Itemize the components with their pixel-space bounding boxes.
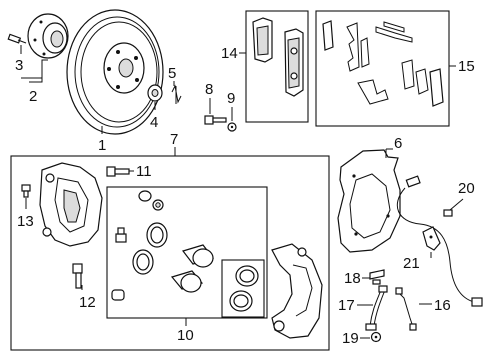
piston-seal: [229, 265, 259, 312]
wheel-hub-bolt: [7, 33, 27, 44]
brake-pad-inner: [252, 17, 273, 63]
abs-wheel-speed-sensor: [396, 175, 483, 307]
callout-11: 11: [136, 163, 152, 180]
callout-14: 14: [221, 45, 238, 62]
anti-rattle-clip: [322, 20, 370, 72]
banjo-washer: [370, 331, 382, 343]
callout-19: 19: [342, 330, 359, 347]
callout-18: 18: [344, 270, 361, 287]
callout-21: 21: [403, 255, 420, 272]
callout-10: 10: [177, 327, 194, 344]
caliper-support-bracket: [271, 243, 323, 339]
guide-bushing: [111, 289, 125, 301]
guide-pin-bolt-upper: [106, 166, 130, 177]
sensor-bracket: [422, 226, 441, 251]
callout-1: 1: [98, 137, 106, 154]
callout-4: 4: [150, 114, 158, 131]
seal-kit-box: [106, 186, 268, 319]
splash-shield: [337, 149, 401, 253]
caliper-kit-box: [10, 155, 330, 351]
callout-3: 3: [15, 57, 23, 74]
brake-pad-box: [245, 10, 309, 123]
guide-pin-bolt-lower: [72, 263, 83, 289]
brake-rotor: [66, 9, 164, 135]
brake-line: [395, 287, 417, 331]
callout-7: 7: [170, 131, 178, 148]
washer: [227, 122, 237, 132]
spring-clip: [171, 84, 182, 104]
hub-nut: [147, 84, 163, 102]
caliper-body: [39, 162, 103, 247]
brake-hose: [365, 285, 388, 331]
caliper-seal-ring: [132, 222, 168, 275]
callout-13: 13: [17, 213, 34, 230]
callout-5: 5: [168, 65, 176, 82]
caliper-bolt: [204, 115, 227, 125]
callout-16: 16: [434, 297, 451, 314]
guide-pin: [115, 227, 127, 243]
brake-pad-outer: [284, 28, 304, 97]
callout-2: 2: [29, 88, 37, 105]
hardware-kit-box: [315, 10, 450, 127]
caliper-piston: [170, 244, 215, 293]
wheel-hub-assembly: [27, 13, 69, 59]
hose-clip: [369, 269, 385, 285]
callout-8: 8: [205, 81, 213, 98]
callout-20: 20: [458, 180, 475, 197]
callout-6: 6: [394, 135, 402, 152]
callout-17: 17: [338, 297, 355, 314]
callout-15: 15: [458, 58, 475, 75]
callout-12: 12: [79, 294, 96, 311]
guide-pin-boot: [138, 190, 164, 211]
callout-9: 9: [227, 90, 235, 107]
bleeder-screw: [21, 184, 31, 198]
pad-guide-plate: [357, 59, 444, 107]
piston-seal-subbox: [221, 259, 265, 318]
pad-shim: [375, 21, 413, 43]
